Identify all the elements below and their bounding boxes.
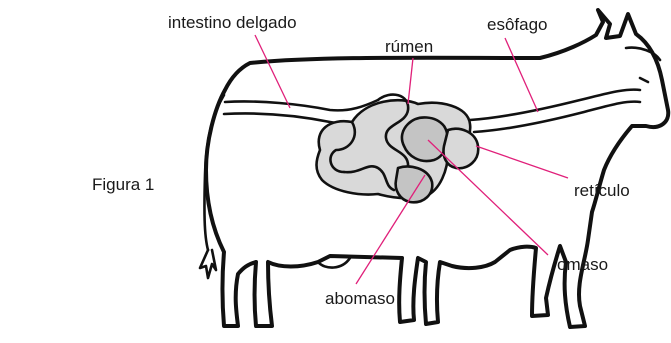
abomasum-chamber [396,167,433,203]
leader-intestino-delgado [255,35,290,108]
label-esofago: esôfago [487,15,548,34]
leader-omaso [428,140,548,255]
cow-tail-tuft [200,250,216,278]
label-omaso: omaso [557,255,608,274]
leader-reticulo [476,146,568,178]
label-rumen: rúmen [385,37,433,56]
figure-label: Figura 1 [92,175,154,194]
reticulum-chamber [444,129,479,168]
label-abomaso: abomaso [325,289,395,308]
leader-rumen [408,58,413,104]
label-intestino-delgado: intestino delgado [168,13,297,32]
leader-esofago [505,38,538,112]
cow-eye [640,78,648,82]
omasum-chamber [402,117,448,161]
label-reticulo: retículo [574,181,630,200]
intestine-tube-upper [225,100,378,110]
